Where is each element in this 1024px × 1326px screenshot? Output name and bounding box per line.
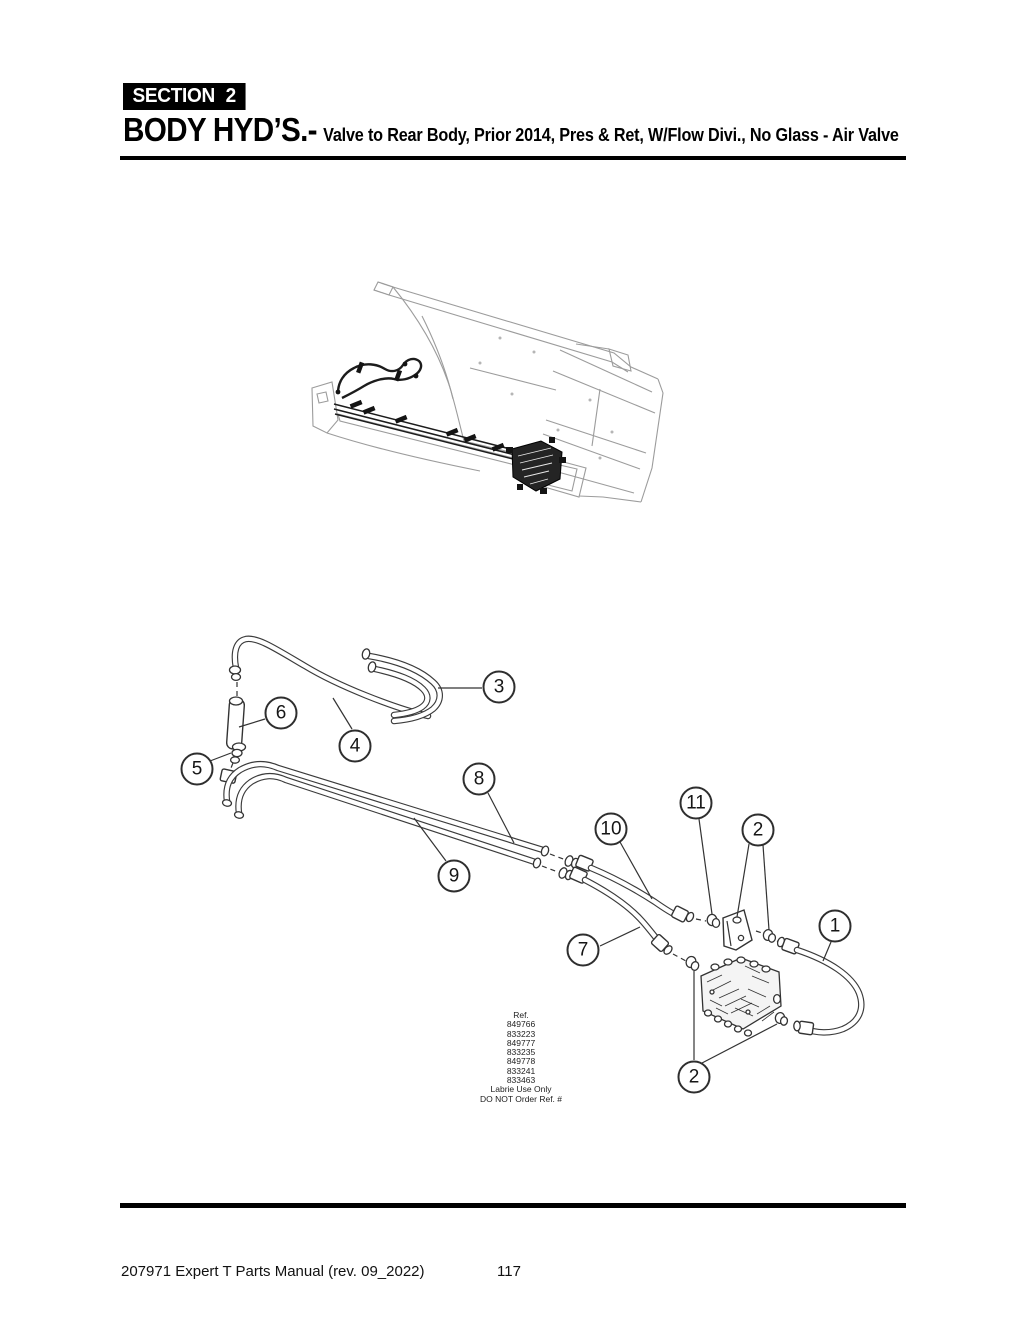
ref-line: 833463 xyxy=(506,1075,536,1086)
hose-7 xyxy=(558,866,700,971)
callout-9: 9 xyxy=(437,859,471,893)
leader-lines xyxy=(209,687,832,1064)
page-title-main: BODY HYD’S.- xyxy=(123,111,318,148)
page-title: BODY HYD’S.- Valve to Rear Body, Prior 2… xyxy=(123,111,899,149)
ref-line: 849777 xyxy=(506,1037,536,1048)
reference-number-block: Ref. 849766 833223 849777 833235 849778 … xyxy=(451,1010,591,1104)
callout-7: 7 xyxy=(566,933,600,967)
callout-3: 3 xyxy=(482,670,516,704)
footer-manual-info: 207971 Expert T Parts Manual (rev. 09_20… xyxy=(121,1263,425,1280)
exploded-parts-diagram xyxy=(209,635,865,1064)
hose-10 xyxy=(564,854,721,929)
callout-8: 8 xyxy=(462,762,496,796)
valve-assembly xyxy=(700,956,782,1037)
callout-2-lower: 2 xyxy=(677,1060,711,1094)
divider-bracket xyxy=(722,909,784,951)
header-rule xyxy=(120,156,906,160)
ref-line: DO NOT Order Ref. # xyxy=(479,1093,563,1104)
tube-assembly-8-9 xyxy=(221,760,567,873)
ref-line: Ref. xyxy=(513,1010,529,1020)
ref-line: 849766 xyxy=(506,1019,536,1030)
footer-page-number: 117 xyxy=(497,1263,521,1280)
section-label: SECTION 2 xyxy=(123,83,246,110)
callout-4: 4 xyxy=(338,729,372,763)
inline-coupling-5-6 xyxy=(219,665,247,784)
truck-valve-cluster xyxy=(506,437,566,494)
hose-1 xyxy=(774,936,865,1036)
footer-rule xyxy=(120,1203,906,1208)
section-label-text: SECTION 2 xyxy=(132,85,237,107)
page-title-subtitle: Valve to Rear Body, Prior 2014, Pres & R… xyxy=(323,125,899,145)
callout-5: 5 xyxy=(180,752,214,786)
callout-1: 1 xyxy=(818,909,852,943)
hose-clamps xyxy=(335,361,505,452)
ref-line: Labrie Use Only xyxy=(490,1084,552,1095)
callout-2-upper: 2 xyxy=(741,813,775,847)
tube-assembly-4 xyxy=(231,635,432,720)
ref-line: 849778 xyxy=(506,1056,536,1067)
callout-11: 11 xyxy=(679,786,713,820)
panel-rivets xyxy=(478,336,614,460)
ref-line: 833241 xyxy=(506,1065,536,1076)
truck-overview-illustration xyxy=(311,281,664,503)
ref-line: 833235 xyxy=(506,1047,536,1058)
callout-6: 6 xyxy=(264,696,298,730)
callout-10: 10 xyxy=(594,812,628,846)
tube-assembly-3 xyxy=(361,648,443,725)
ref-line: 833223 xyxy=(506,1028,536,1039)
